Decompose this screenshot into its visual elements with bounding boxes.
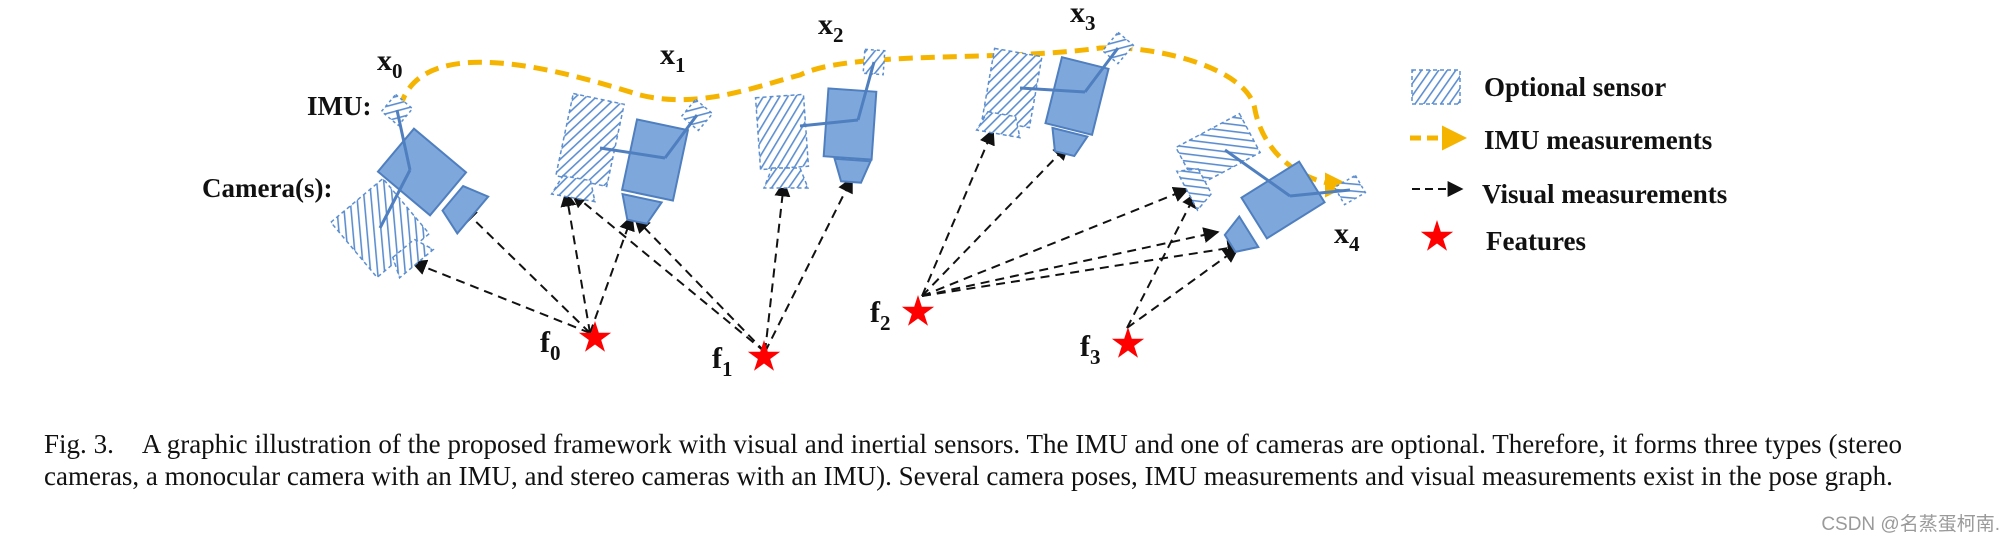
- feature-star-f1: [747, 340, 781, 371]
- legend-label-imu-measurements: IMU measurements: [1484, 125, 1712, 155]
- pose-label-x4: x4: [1334, 217, 1360, 256]
- optional-camera-x1: [554, 92, 626, 188]
- optional-camera-x4: [1174, 112, 1262, 188]
- figure-caption: Fig. 3.A graphic illustration of the pro…: [44, 428, 1902, 492]
- camera-body-x1: [620, 118, 690, 202]
- camera-rig-x1: [550, 92, 714, 225]
- camera-body-x0: [376, 127, 468, 217]
- feature-star-f3: [1111, 327, 1145, 358]
- feature-star-f2: [901, 295, 935, 326]
- camera-rig-x4: [1174, 112, 1367, 254]
- camera-body-x4: [1240, 160, 1326, 240]
- pose-label-x2: x2: [818, 8, 844, 47]
- feature-stars: [578, 295, 1145, 371]
- feature-label-f2: f2: [870, 296, 891, 335]
- camera-rig-x2: [754, 48, 886, 189]
- feature-label-f3: f3: [1080, 330, 1101, 369]
- caption-figure-number: Fig. 3.: [44, 429, 114, 459]
- camera-body-x3: [1044, 55, 1110, 137]
- legend-label-visual-measurements: Visual measurements: [1482, 179, 1727, 209]
- cameras-label: Camera(s):: [202, 173, 332, 203]
- pose-label-x1: x1: [660, 38, 686, 77]
- feature-star-icon: [1420, 220, 1454, 251]
- feature-star-f0: [578, 321, 612, 352]
- camera-rig-x3: [975, 31, 1135, 158]
- optional-camera-x2: [754, 93, 810, 171]
- imu-label: IMU:: [307, 91, 371, 121]
- feature-label-f0: f0: [540, 326, 561, 365]
- camera-rig-x0: [329, 93, 490, 280]
- visual-measurement-arrows: [410, 128, 1244, 353]
- legend: Optional sensor IMU measurements Visual …: [1410, 69, 1727, 256]
- watermark: CSDN @名蒸蛋柯南.: [1821, 514, 2000, 535]
- legend-label-optional-sensor: Optional sensor: [1484, 72, 1666, 102]
- framework-diagram: IMU: Camera(s): x0 x1 x2 x3 x4 f0 f1 f2 …: [202, 0, 1727, 381]
- pose-label-x0: x0: [377, 44, 403, 83]
- caption-text: A graphic illustration of the proposed f…: [44, 429, 1902, 491]
- feature-label-f1: f1: [712, 342, 733, 381]
- optional-sensor-swatch-icon: [1411, 69, 1461, 105]
- pose-label-x3: x3: [1070, 0, 1096, 35]
- imu-measurement-path: [397, 45, 1350, 198]
- legend-label-features: Features: [1486, 226, 1586, 256]
